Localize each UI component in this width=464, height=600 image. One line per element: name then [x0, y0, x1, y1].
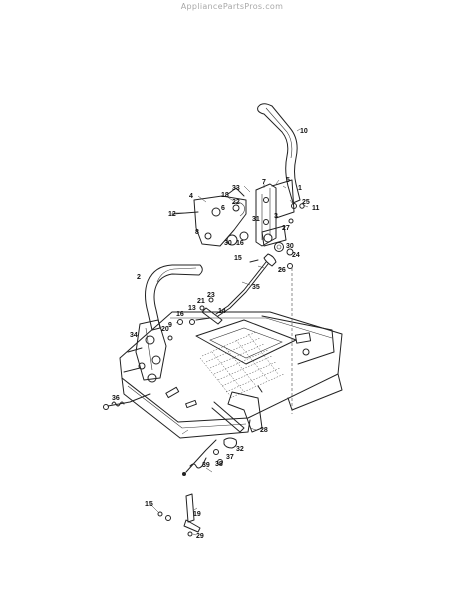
callout-4: 4 — [189, 193, 193, 200]
callout-35: 35 — [252, 284, 260, 291]
callout-7: 7 — [262, 179, 266, 186]
callout-24: 24 — [292, 252, 300, 259]
callout-15: 15 — [234, 255, 242, 262]
callout-8: 8 — [195, 229, 199, 236]
callout-3: 3 — [274, 213, 278, 220]
control-rod — [189, 261, 269, 325]
pedal-linkage — [211, 385, 263, 449]
callout-28: 28 — [260, 427, 268, 434]
callout-13: 13 — [188, 305, 196, 312]
callout-19: 19 — [193, 511, 201, 518]
main-frame — [119, 268, 343, 439]
callout-38: 38 — [215, 461, 223, 468]
callout-33: 33 — [232, 185, 240, 192]
left-steering-handle — [145, 264, 203, 331]
callout-16: 16 — [236, 240, 244, 247]
callout-12: 12 — [168, 211, 176, 218]
callout-26: 26 — [278, 267, 286, 274]
callout-23: 23 — [207, 292, 215, 299]
callout-30-right: 30 — [286, 243, 294, 250]
lower-clevis-rod — [157, 493, 201, 537]
callout-22: 22 — [232, 199, 240, 206]
callout-34: 34 — [130, 332, 138, 339]
callout-32: 32 — [236, 446, 244, 453]
callout-31: 31 — [252, 216, 260, 223]
right-hardware — [249, 203, 305, 269]
callout-15-lower: 15 — [145, 501, 153, 508]
callout-27: 27 — [282, 225, 290, 232]
callout-36: 36 — [112, 395, 120, 402]
callout-14: 14 — [218, 308, 226, 315]
right-control-bracket — [255, 179, 295, 267]
callout-18: 18 — [221, 192, 229, 199]
callout-1: 1 — [298, 185, 302, 192]
lower-spring-rod — [103, 393, 151, 410]
callout-9: 9 — [168, 322, 172, 329]
callout-25: 25 — [302, 199, 310, 206]
watermark-text: AppliancePartsPros.com — [180, 2, 284, 11]
spring-rod — [182, 439, 223, 476]
callout-20: 20 — [161, 326, 169, 333]
callout-37: 37 — [226, 454, 234, 461]
callout-21: 21 — [197, 298, 205, 305]
callout-29: 29 — [196, 533, 204, 540]
callout-11: 11 — [312, 205, 320, 212]
callout-2: 2 — [137, 274, 141, 281]
callout-39: 39 — [202, 462, 210, 469]
callout-10: 10 — [300, 128, 308, 135]
left-pivot-plate — [171, 187, 249, 247]
callout-6: 6 — [221, 205, 225, 212]
left-control-assembly — [123, 319, 183, 381]
leader-lines — [149, 128, 309, 536]
right-steering-handle — [257, 103, 301, 204]
callout-5: 5 — [286, 177, 290, 184]
callout-16-lower: 16 — [176, 311, 184, 318]
callout-30-left: 30 — [224, 240, 232, 247]
callout-labels: 10 1 5 7 33 4 18 22 25 11 12 6 31 3 27 8… — [112, 128, 320, 540]
